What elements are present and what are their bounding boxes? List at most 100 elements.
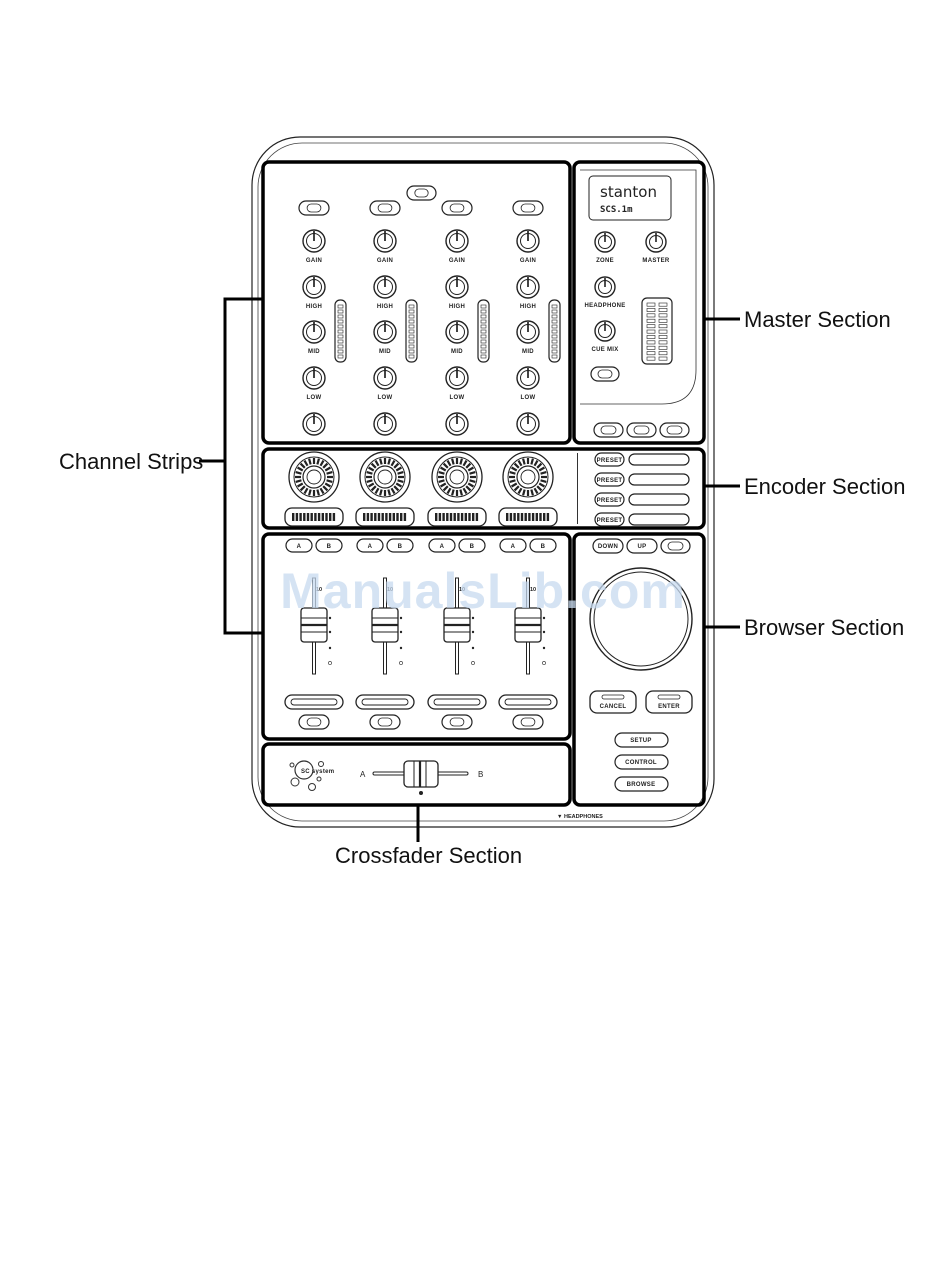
channel-4-fader-cap[interactable] bbox=[514, 607, 542, 643]
channel-4-high-knob[interactable] bbox=[516, 275, 540, 299]
preset-button-2[interactable] bbox=[594, 472, 625, 487]
channel-2-mid-label: MID bbox=[379, 349, 391, 355]
top-center-button[interactable] bbox=[406, 185, 437, 201]
channel-2-extra-knob[interactable] bbox=[373, 412, 397, 436]
encoder-1[interactable] bbox=[288, 451, 340, 503]
master-section-frame bbox=[572, 160, 706, 445]
channel-4-low-label: LOW bbox=[521, 395, 536, 401]
channel-3-extra-knob[interactable] bbox=[445, 412, 469, 436]
channel-4-mid-label: MID bbox=[522, 349, 534, 355]
channel-4-long-button[interactable] bbox=[498, 694, 558, 710]
cue-mix-label: CUE MIX bbox=[591, 347, 618, 353]
channel-1-high-knob[interactable] bbox=[302, 275, 326, 299]
channel-3-top-button[interactable] bbox=[441, 200, 473, 216]
channel-3-assign-b-button[interactable] bbox=[458, 538, 486, 553]
crossfader-knob[interactable] bbox=[403, 760, 439, 788]
channel-2-low-knob[interactable] bbox=[373, 366, 397, 390]
channel-2-top-button[interactable] bbox=[369, 200, 401, 216]
browser-section-callout: Browser Section bbox=[744, 615, 904, 640]
channel-4-assign-a-button[interactable] bbox=[499, 538, 527, 553]
enter-button[interactable] bbox=[645, 690, 693, 714]
channel-4-mid-knob[interactable] bbox=[516, 320, 540, 344]
channel-1-assign-b-button[interactable] bbox=[315, 538, 343, 553]
channel-2-long-button[interactable] bbox=[355, 694, 415, 710]
channel-3-bottom-button[interactable] bbox=[441, 714, 473, 730]
preset-label-3: PRESET bbox=[597, 498, 623, 504]
channel-4-scale-mark bbox=[542, 661, 546, 665]
channel-2-assign-b-button[interactable] bbox=[386, 538, 414, 553]
master-bottom-button-1[interactable] bbox=[593, 422, 624, 438]
control-button[interactable] bbox=[614, 754, 669, 770]
channel-1-bottom-button[interactable] bbox=[298, 714, 330, 730]
channel-3-gain-label: GAIN bbox=[449, 258, 465, 264]
channel-3-gain-knob[interactable] bbox=[445, 229, 469, 253]
master-knob[interactable] bbox=[645, 231, 667, 253]
channel-2-gain-knob[interactable] bbox=[373, 229, 397, 253]
encoder-2[interactable] bbox=[359, 451, 411, 503]
channel-3-scale-mark bbox=[471, 616, 475, 620]
channel-2-assign-a-label: A bbox=[368, 544, 373, 550]
channel-2-assign-a-button[interactable] bbox=[356, 538, 384, 553]
channel-1-top-button[interactable] bbox=[298, 200, 330, 216]
channel-4-gain-knob[interactable] bbox=[516, 229, 540, 253]
headphone-knob[interactable] bbox=[594, 276, 616, 298]
up-button[interactable] bbox=[626, 538, 658, 554]
preset-button-3[interactable] bbox=[594, 492, 625, 507]
channel-2-high-knob[interactable] bbox=[373, 275, 397, 299]
master-bottom-button-2[interactable] bbox=[626, 422, 657, 438]
channel-1-gain-knob[interactable] bbox=[302, 229, 326, 253]
browse-wheel[interactable] bbox=[589, 567, 693, 671]
channel-2-scale-mark bbox=[399, 630, 403, 634]
channel-3-fader-cap[interactable] bbox=[443, 607, 471, 643]
channel-3-mid-knob[interactable] bbox=[445, 320, 469, 344]
channel-1-long-button[interactable] bbox=[284, 694, 344, 710]
cue-mix-knob[interactable] bbox=[594, 320, 616, 342]
channel-2-bottom-button[interactable] bbox=[369, 714, 401, 730]
channel-3-high-knob[interactable] bbox=[445, 275, 469, 299]
encoder-4[interactable] bbox=[502, 451, 554, 503]
channel-4-gain-label: GAIN bbox=[520, 258, 536, 264]
channel-4-top-button[interactable] bbox=[512, 200, 544, 216]
browse-button[interactable] bbox=[614, 776, 669, 792]
browse-label: BROWSE bbox=[627, 782, 656, 788]
watermark: ManualsLib.com bbox=[280, 563, 686, 619]
preset-button-1[interactable] bbox=[594, 452, 625, 467]
preset-button-4[interactable] bbox=[594, 512, 625, 527]
channel-1-fader-cap[interactable] bbox=[300, 607, 328, 643]
channel-2-high-label: HIGH bbox=[377, 304, 393, 310]
crossfader-center-dot bbox=[419, 791, 423, 795]
setup-button[interactable] bbox=[614, 732, 669, 748]
channel-4-extra-knob[interactable] bbox=[516, 412, 540, 436]
cancel-button[interactable] bbox=[589, 690, 637, 714]
channel-3-assign-a-button[interactable] bbox=[428, 538, 456, 553]
preset-label-4: PRESET bbox=[597, 518, 623, 524]
model-label: SCS.1m bbox=[600, 205, 633, 215]
master-small-button[interactable] bbox=[590, 366, 620, 382]
sc-system-logo: SC system bbox=[289, 760, 334, 791]
channel-1-mid-knob[interactable] bbox=[302, 320, 326, 344]
channel-3-low-knob[interactable] bbox=[445, 366, 469, 390]
channel-4-low-knob[interactable] bbox=[516, 366, 540, 390]
channel-4-high-label: HIGH bbox=[520, 304, 536, 310]
master-bottom-button-3[interactable] bbox=[659, 422, 690, 438]
encoder-3[interactable] bbox=[431, 451, 483, 503]
device-body-inner bbox=[257, 142, 709, 822]
setup-label: SETUP bbox=[630, 738, 652, 744]
channel-2-mid-knob[interactable] bbox=[373, 320, 397, 344]
channel-3-high-label: HIGH bbox=[449, 304, 465, 310]
channel-3-long-button[interactable] bbox=[427, 694, 487, 710]
browser-small-button[interactable] bbox=[660, 538, 691, 554]
channel-2-scale-mark bbox=[399, 661, 403, 665]
channel-2-fader-cap[interactable] bbox=[371, 607, 399, 643]
device-body-outer bbox=[251, 136, 715, 828]
down-button[interactable] bbox=[592, 538, 624, 554]
zone-knob[interactable] bbox=[594, 231, 616, 253]
channel-4-bottom-button[interactable] bbox=[512, 714, 544, 730]
channel-1-low-knob[interactable] bbox=[302, 366, 326, 390]
channel-1-assign-a-button[interactable] bbox=[285, 538, 313, 553]
channel-2-gain-label: GAIN bbox=[377, 258, 393, 264]
channel-4-assign-b-button[interactable] bbox=[529, 538, 557, 553]
channel-4-scale-top: 10 bbox=[530, 587, 536, 593]
channel-1-extra-knob[interactable] bbox=[302, 412, 326, 436]
channel-3-assign-b-label: B bbox=[470, 544, 475, 550]
